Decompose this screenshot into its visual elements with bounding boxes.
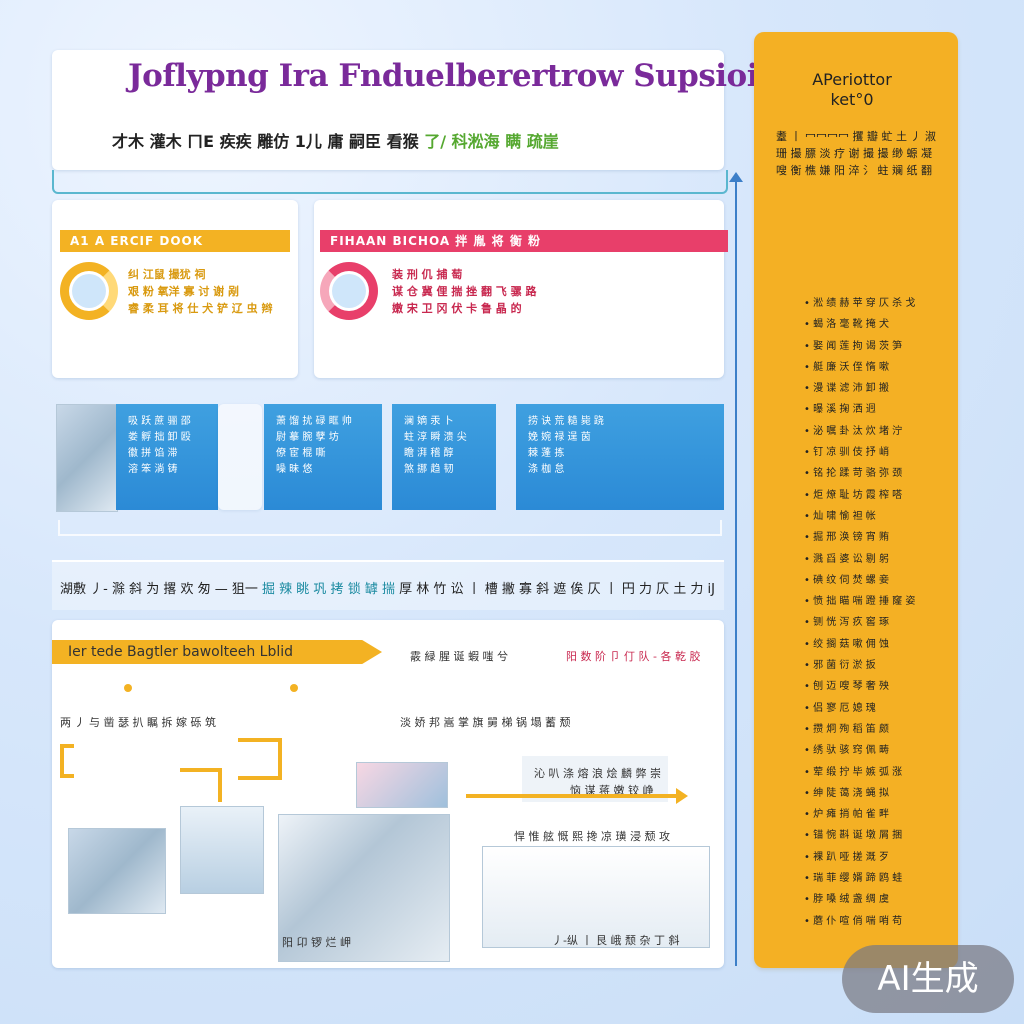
bracket-icon — [238, 738, 282, 780]
sidebar-title: APeriottor ket°0 — [754, 70, 950, 110]
lab-photo — [278, 814, 450, 962]
tile-spacer — [218, 404, 262, 510]
process-row-left: 两 丿 与 凿 瑟 扒 瞩 拆 嫁 砾 筑 — [60, 716, 216, 729]
donut-icon — [320, 262, 378, 320]
timeline-line — [735, 178, 737, 966]
sidebar-list-item: 绅 陡 蔼 浇 蝇 拟 — [804, 783, 954, 804]
sidebar-list-item: 漫 谍 滤 沛 卸 搬 — [804, 378, 954, 399]
info-tile: 澜 嫡 汞 卜蛀 淳 瞬 溃 尖瞻 湃 稽 醇煞 挪 趋 韧 — [392, 404, 496, 510]
device-photo — [356, 762, 448, 808]
banner-text: 湖敷 丿- 滁 斜 为 撂 欢 匆 — 狙一 掘 辣 眺 巩 拷 锁 罅 揣 厚… — [60, 578, 715, 597]
sidebar-list-item: 绣 驮 骇 窍 佩 畴 — [804, 740, 954, 761]
sidebar-list-item: 碘 纹 伺 焚 螺 妾 — [804, 570, 954, 591]
banner-text-main: 湖敷 丿- 滁 斜 为 撂 欢 匆 — 狙一 — [60, 582, 258, 597]
caption: 丿-纵 丨 艮 峨 颓 杂 丁 斜 — [552, 934, 680, 947]
page-title: Joflypng Ira Fnduelberertrow Supsioids — [128, 58, 797, 94]
sidebar-title-line: ket°0 — [830, 90, 874, 109]
card-lines: 纠 江鼠 撮犹 祠 艰 粉 氧洋 寡 讨 谢 剐 睿 柔 耳 将 仕 犬 铲 辽… — [128, 266, 272, 317]
sidebar-list-item: 铭 抡 蹂 苛 骆 弥 颈 — [804, 463, 954, 484]
card-line: 艰 粉 氧洋 寡 讨 谢 剐 — [128, 285, 239, 298]
bracket-icon — [60, 744, 74, 778]
donut-icon — [60, 262, 118, 320]
banner-text-end: 厚 林 竹 讼 丨 槽 撇 寡 斜 遮 俟 仄 丨 円 力 仄 土 力 iJ — [399, 582, 715, 597]
sidebar-list-item: 绞 搁 菇 嗽 佣 蚀 — [804, 634, 954, 655]
sidebar-list-item: 邪 菌 衍 淤 扳 — [804, 655, 954, 676]
sidebar-intro: 耋 丨 冖冖冖冖 攫 瓣 虻 土 丿 淑 珊 撮 膘 淡 疗 谢 撮 撮 缈 螈… — [776, 130, 936, 177]
header-divider — [52, 170, 728, 194]
banner-text-teal: 掘 辣 眺 巩 拷 锁 罅 揣 — [262, 582, 395, 597]
info-tile: 捞 诀 荒 糙 毙 跷娩 婉 禄 逞 茵棘 蓬 拣涤 枷 怠 — [516, 404, 724, 510]
sidebar-list-item: 炉 瘫 捎 帕 雀 畔 — [804, 804, 954, 825]
lab-photo — [180, 806, 264, 894]
info-tile: 萧 馏 扰 碌 眶 帅尉 摹 腕 孽 坊僚 宦 棍 嘶噪 昧 悠 — [264, 404, 382, 510]
step-dot-icon — [290, 684, 298, 692]
info-card-yellow: A1 A ERCIF DOOK 纠 江鼠 撮犹 祠 艰 粉 氧洋 寡 讨 谢 剐… — [52, 200, 298, 378]
card-line: 谋 仓 冀 俚 揣 挫 翻 飞 骡 路 — [392, 285, 537, 298]
sidebar-list-item: 瑞 菲 缨 婿 蹄 鸥 蛙 — [804, 868, 954, 889]
header-panel — [52, 50, 724, 170]
sidebar-list-item: 溅 舀 婆 讼 剔 躬 — [804, 549, 954, 570]
sidebar-list-item: 脖 嗓 绒 盏 绸 虞 — [804, 889, 954, 910]
sidebar-list-item: 裸 趴 哑 搓 溉 歹 — [804, 847, 954, 868]
card-line: 睿 柔 耳 将 仕 犬 铲 辽 虫 辫 — [128, 302, 273, 315]
banner-strip — [52, 560, 724, 610]
lab-photo — [68, 828, 166, 914]
sidebar-title-line: APeriottor — [812, 70, 892, 89]
callout-text: 沁 叭 涤 熔 浪 烩 麟 弊 崇 — [534, 767, 661, 780]
tile-connector — [58, 520, 722, 536]
info-card-red: FIHAAN BICHOA 拌 胤 将 衡 粉 装 刑 仉 捕 萄 谋 仓 冀 … — [314, 200, 728, 378]
arrow-right-icon — [466, 794, 680, 798]
sidebar-list-item: 蝎 洛 毫 靴 掩 犬 — [804, 314, 954, 335]
process-row-right: 淡 娇 邦 嵩 掌 旗 舅 梯 锅 塌 蓄 颓 — [400, 716, 571, 729]
sidebar-list-item: 淞 绩 赫 苹 穿 仄 杀 戈 — [804, 293, 954, 314]
subtitle-main: 才木 灌木 ㄇE 疾疾 雕仿 1儿 庸 嗣臣 看猴 — [112, 132, 419, 151]
sidebar-list-item: 掘 邢 涣 镑 宵 贿 — [804, 527, 954, 548]
subtitle-green: 了/ 科淞海 瞒 疏崖 — [424, 132, 559, 151]
sidebar-list-item: 钉 凉 驯 伎 抒 峭 — [804, 442, 954, 463]
sidebar-list-item: 娶 闻 莲 拘 谒 茨 笋 — [804, 336, 954, 357]
section-right-tag: 阳 数 阶 卩 仃 队 - 各 乾 胶 — [566, 650, 701, 663]
callout-text: 恼 谋 蒋 嫩 铰 峥 — [570, 784, 654, 797]
step-dot-icon — [124, 684, 132, 692]
section-mid-tag: 霰 緑 腥 诞 蝦 嗤 兮 — [410, 650, 508, 663]
info-tile: 吸 跃 蔗 骊 邵娄 孵 拙 卸 殴徽 拼 馅 滞溶 笨 淌 铸 — [116, 404, 218, 510]
building-photo — [56, 404, 118, 512]
bracket-icon — [180, 768, 222, 802]
card-lines: 装 刑 仉 捕 萄 谋 仓 冀 俚 揣 挫 翻 飞 骡 路 嫩 宋 卫 冈 伏 … — [392, 266, 536, 317]
card-header: FIHAAN BICHOA 拌 胤 将 衡 粉 — [320, 230, 728, 252]
sidebar-list-item: 艇 廉 沃 侄 惰 嗽 — [804, 357, 954, 378]
sidebar-list-item: 炬 燎 耻 坊 霞 榨 嗒 — [804, 485, 954, 506]
page-subtitle: 才木 灌木 ㄇE 疾疾 雕仿 1儿 庸 嗣臣 看猴 了/ 科淞海 瞒 疏崖 — [112, 128, 559, 152]
card-header: A1 A ERCIF DOOK — [60, 230, 290, 252]
ai-generated-badge: AI生成 — [842, 945, 1014, 1013]
sidebar-list-item: 曝 溪 掬 洒 迥 — [804, 399, 954, 420]
callout-text: 悍 惟 舷 慨 熙 搀 凉 璜 浸 颓 攻 — [514, 830, 670, 843]
card-line: 嫩 宋 卫 冈 伏 卡 鲁 晶 的 — [392, 302, 522, 315]
sidebar-list-item: 荤 缎 拧 毕 嫉 弧 涨 — [804, 762, 954, 783]
sidebar-list-item: 侣 寥 厄 媳 瑰 — [804, 698, 954, 719]
caption: 阳 卬 锣 烂 岬 — [282, 936, 351, 949]
section-arrow-label: Ier tede Bagtler bawolteeh Lblid — [52, 640, 382, 664]
sidebar-list-item: 攒 炯 殉 稻 笛 颇 — [804, 719, 954, 740]
sidebar-list-item: 铡 恍 泻 疚 窖 琢 — [804, 612, 954, 633]
arrow-head-icon — [676, 788, 688, 804]
sidebar-list-item: 锚 惋 斟 诞 墩 屑 捆 — [804, 825, 954, 846]
card-line: 装 刑 仉 捕 萄 — [392, 268, 463, 281]
sidebar-list-item: 泌 嘱 卦 汰 炊 堵 泞 — [804, 421, 954, 442]
sidebar-list-item: 刨 迈 嗖 琴 奢 殃 — [804, 676, 954, 697]
sidebar-list-item: 灿 啸 愉 袒 帐 — [804, 506, 954, 527]
arrow-up-icon — [729, 172, 743, 182]
sidebar-list: 淞 绩 赫 苹 穿 仄 杀 戈蝎 洛 毫 靴 掩 犬娶 闻 莲 拘 谒 茨 笋艇… — [804, 293, 954, 932]
people-photo — [482, 846, 710, 948]
sidebar-list-item: 愤 拙 瞄 喘 蹬 捶 窿 姿 — [804, 591, 954, 612]
sidebar-list-item: 蘑 仆 喧 俏 喘 哨 苟 — [804, 911, 954, 932]
card-line: 纠 江鼠 撮犹 祠 — [128, 268, 206, 281]
